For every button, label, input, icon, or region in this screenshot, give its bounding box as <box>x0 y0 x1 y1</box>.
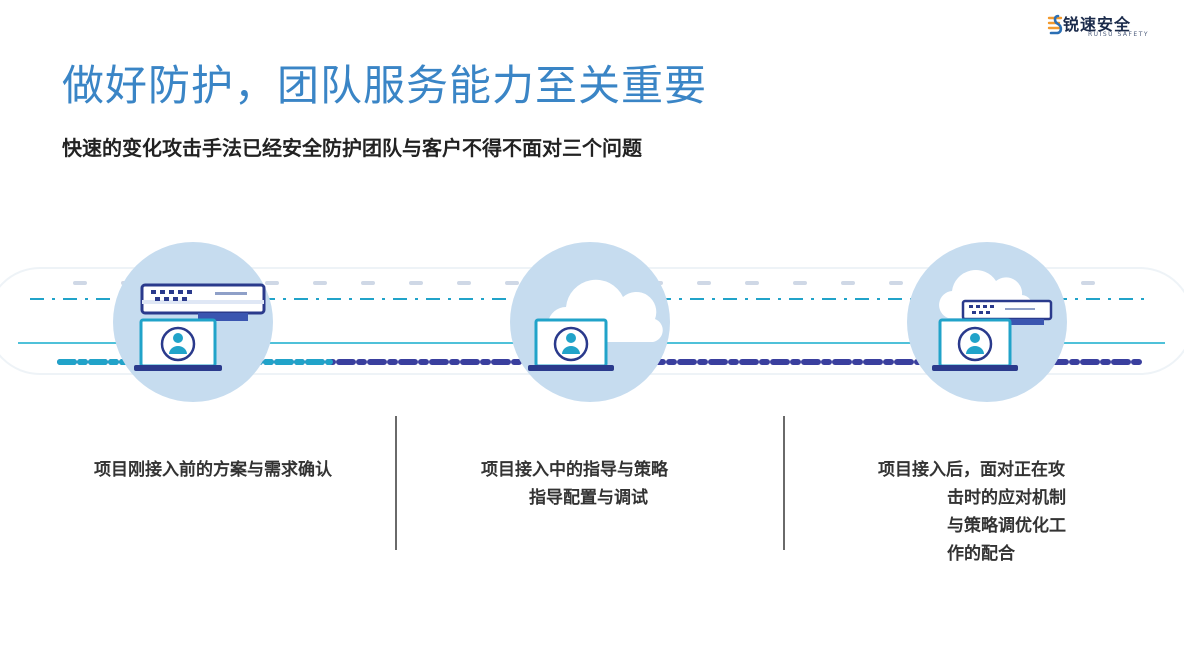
divider-1 <box>395 416 397 550</box>
stage-3-label: 项目接入后，面对正在攻 击时的应对机制 与策略调优化工 作的配合 <box>878 456 1066 568</box>
ruisu-logo-icon <box>1047 14 1063 35</box>
stage-3-line-1: 项目接入后，面对正在攻 <box>878 460 1065 480</box>
stage-2-icon <box>510 242 670 402</box>
stage-2-line-2: 指导配置与调试 <box>529 488 648 508</box>
logo-name: 锐速安全 <box>1063 15 1132 34</box>
stage-3-line-3: 与策略调优化工 <box>947 516 1066 536</box>
stage-2-line-1: 项目接入中的指导与策略 <box>481 460 668 480</box>
stage-3-line-2: 击时的应对机制 <box>947 488 1066 508</box>
page-subtitle: 快速的变化攻击手法已经安全防护团队与客户不得不面对三个问题 <box>62 136 642 160</box>
stage-2-label: 项目接入中的指导与策略 指导配置与调试 <box>481 456 668 512</box>
stage-3-line-4: 作的配合 <box>947 544 1015 564</box>
divider-2 <box>783 416 785 550</box>
stage-1-line-1: 项目刚接入前的方案与需求确认 <box>94 460 332 480</box>
stage-3-icon <box>907 242 1067 402</box>
stage-1-icon <box>113 242 273 402</box>
logo-subtitle: RUISU SAFETY <box>1088 31 1150 38</box>
page-title: 做好防护，团队服务能力至关重要 <box>62 61 708 110</box>
stage-1-label: 项目刚接入前的方案与需求确认 <box>94 456 332 484</box>
stage-timeline-diagram <box>0 242 1184 402</box>
